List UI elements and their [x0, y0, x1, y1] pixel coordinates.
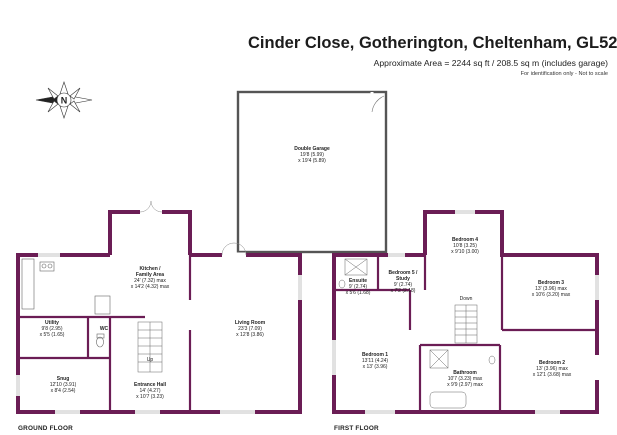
room-dimension: 13'11 (4.24) — [361, 358, 389, 364]
ground-floor-label: GROUND FLOOR — [18, 425, 73, 432]
first-floor-staircase — [454, 304, 478, 344]
room-dimension: x 12'1 (3.68) max — [532, 372, 572, 378]
disclaimer-text: For identification only - Not to scale — [520, 71, 608, 77]
room-name: Bedroom 4 — [451, 237, 479, 243]
room-dimension: x 12'8 (3.86) — [236, 332, 264, 338]
room-dimension: 9' (2.74) — [393, 282, 413, 288]
room-dimension: 10'8 (3.25) — [453, 243, 477, 249]
room-snug: Snug 12'10 (3.91) x 8'4 (2.54) — [28, 376, 98, 394]
room-name: Utility — [45, 320, 59, 326]
room-living: Living Room 23'3 (7.09) x 12'8 (3.86) — [205, 320, 295, 338]
first-floor-label: FIRST FLOOR — [334, 425, 379, 432]
room-name: Bedroom 2 — [538, 360, 566, 366]
room-dimension: 19'8 (5.99) — [300, 152, 324, 158]
room-bedroom-5: Bedroom 5 / Study 9' (2.74) x 7'2 (2.18) — [380, 270, 426, 294]
room-utility: Utility 9'8 (2.95) x 5'5 (1.65) — [22, 320, 82, 338]
room-dimension: 9'8 (2.95) — [41, 326, 63, 332]
garage-outline — [236, 90, 388, 254]
room-bedroom-3: Bedroom 3 13' (3.96) max x 10'6 (3.20) m… — [515, 280, 587, 298]
room-name: Kitchen / — [139, 266, 161, 272]
room-bathroom: Bathroom 10'7 (3.23) max x 9'9 (2.97) ma… — [430, 370, 500, 388]
compass-rose-icon: N — [35, 81, 93, 119]
room-dimension: 14' (4.27) — [139, 388, 161, 394]
room-dimension: x 14'2 (4.32) max — [130, 284, 170, 290]
room-dimension: x 10'6 (3.20) max — [531, 292, 571, 298]
room-bedroom-1: Bedroom 1 13'11 (4.24) x 13' (3.96) — [345, 352, 405, 370]
room-double-garage: Double Garage 19'8 (5.99) x 19'4 (5.89) — [262, 146, 362, 164]
room-dimension: 9' (2.74) — [348, 284, 368, 290]
room-name: Bathroom — [453, 370, 477, 376]
ground-floor-inner-walls — [18, 255, 192, 412]
room-name: Double Garage — [294, 146, 330, 152]
room-bedroom-4: Bedroom 4 10'8 (3.25) x 9'10 (3.00) — [435, 237, 495, 255]
first-floor-inner-walls — [334, 255, 597, 412]
room-dimension: x 13' (3.96) — [362, 364, 388, 370]
stairs-up-label: Up — [146, 357, 154, 363]
room-ensuite: Ensuite 9' (2.74) x 5'6 (1.68) — [338, 278, 378, 296]
room-name: Bedroom 5 / — [388, 270, 418, 276]
room-bedroom-2: Bedroom 2 13' (3.96) max x 12'1 (3.68) m… — [512, 360, 592, 378]
room-name: Study — [396, 276, 410, 282]
room-kitchen: Kitchen / Family Area 24' (7.32) max x 1… — [100, 266, 200, 290]
room-name: Bedroom 3 — [537, 280, 565, 286]
room-wc: WC — [92, 326, 116, 332]
room-dimension: 12'10 (3.91) — [49, 382, 77, 388]
stairs-down-label: Down — [459, 296, 473, 302]
approximate-area-text: Approximate Area = 2244 sq ft / 208.5 sq… — [373, 58, 608, 68]
room-dimension: x 9'10 (3.00) — [451, 249, 479, 255]
room-dimension: x 7'2 (2.18) — [390, 288, 416, 294]
room-name: Snug — [56, 376, 70, 382]
ground-floor-staircase — [137, 321, 163, 373]
room-name: Family Area — [135, 272, 165, 278]
room-dimension: x 8'4 (2.54) — [50, 388, 76, 394]
room-dimension: 13' (3.96) max — [536, 366, 568, 372]
compass-north-letter: N — [61, 96, 68, 106]
room-name: WC — [99, 326, 109, 332]
room-dimension: 10'7 (3.23) max — [447, 376, 483, 382]
room-name: Living Room — [234, 320, 266, 326]
room-dimension: 23'3 (7.09) — [238, 326, 262, 332]
first-floor-walls — [332, 210, 599, 414]
room-name: Entrance Hall — [134, 382, 166, 388]
room-entrance-hall: Entrance Hall 14' (4.27) x 10'7 (3.23) — [114, 382, 186, 400]
room-dimension: 24' (7.32) max — [134, 278, 166, 284]
room-dimension: 13' (3.96) max — [535, 286, 567, 292]
room-dimension: x 5'5 (1.65) — [39, 332, 65, 338]
room-name: Bedroom 1 — [361, 352, 389, 358]
property-address-title: Cinder Close, Gotherington, Cheltenham, … — [248, 34, 617, 52]
room-dimension: x 9'9 (2.97) max — [447, 382, 483, 388]
room-dimension: x 10'7 (3.23) — [136, 394, 164, 400]
room-dimension: x 5'6 (1.68) — [345, 290, 371, 296]
room-dimension: x 19'4 (5.89) — [298, 158, 326, 164]
room-name: Ensuite — [348, 278, 368, 284]
